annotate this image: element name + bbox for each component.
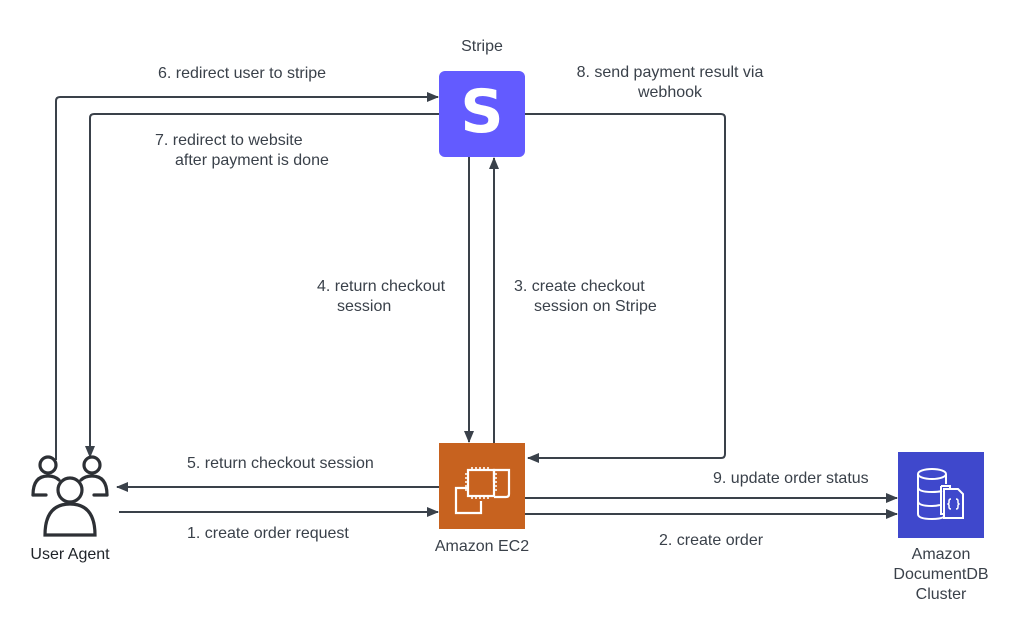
users-group-icon[interactable] <box>31 455 109 537</box>
edge-2-label: 2. create order <box>659 532 764 549</box>
ec2-label: Amazon EC2 <box>434 538 530 555</box>
user-agent-label: User Agent <box>30 546 110 563</box>
documentdb-label-line-2: DocumentDB <box>893 566 989 583</box>
edge-7-label: 7. redirect to website after payment is … <box>155 131 329 171</box>
edge-8-arrow <box>525 113 726 463</box>
edge-6-label: 6. redirect user to stripe <box>158 65 327 82</box>
edge-4-label: 4. return checkout session <box>317 277 445 317</box>
edge-7-arrow <box>85 113 440 458</box>
edge-3-label-line-2: session on Stripe <box>534 298 657 315</box>
edge-1-label: 1. create order request <box>187 525 349 542</box>
edge-8-label: 8. send payment result via webhook <box>562 63 778 103</box>
documentdb-node[interactable] <box>898 452 984 538</box>
documentdb-label-line-1: Amazon <box>911 546 971 563</box>
ec2-chip-icon <box>454 467 511 515</box>
ec2-node[interactable] <box>439 443 525 529</box>
stripe-logo-icon: S <box>460 77 503 147</box>
stripe-label: Stripe <box>461 38 503 55</box>
edge-7-label-line-1: 7. redirect to website <box>155 132 303 149</box>
edge-4-label-line-1: 4. return checkout <box>317 278 446 295</box>
edge-3-label: 3. create checkout session on Stripe <box>514 277 657 317</box>
edge-7-label-line-2: after payment is done <box>175 152 329 169</box>
edge-9-label: 9. update order status <box>713 470 869 487</box>
edge-3-label-line-1: 3. create checkout <box>514 278 645 295</box>
edge-4-label-line-2: session <box>337 298 392 315</box>
edge-8-label-line-1: 8. send payment result via <box>576 64 764 81</box>
documentdb-icon <box>917 468 964 521</box>
edge-6-arrow <box>55 92 439 460</box>
stripe-node[interactable]: S <box>439 71 525 157</box>
svg-text:S: S <box>460 77 503 147</box>
edge-8-label-line-2: webhook <box>637 84 703 101</box>
edge-5-label: 5. return checkout session <box>187 455 374 472</box>
documentdb-label: Amazon DocumentDB Cluster <box>880 545 1002 605</box>
documentdb-label-line-3: Cluster <box>915 586 967 603</box>
